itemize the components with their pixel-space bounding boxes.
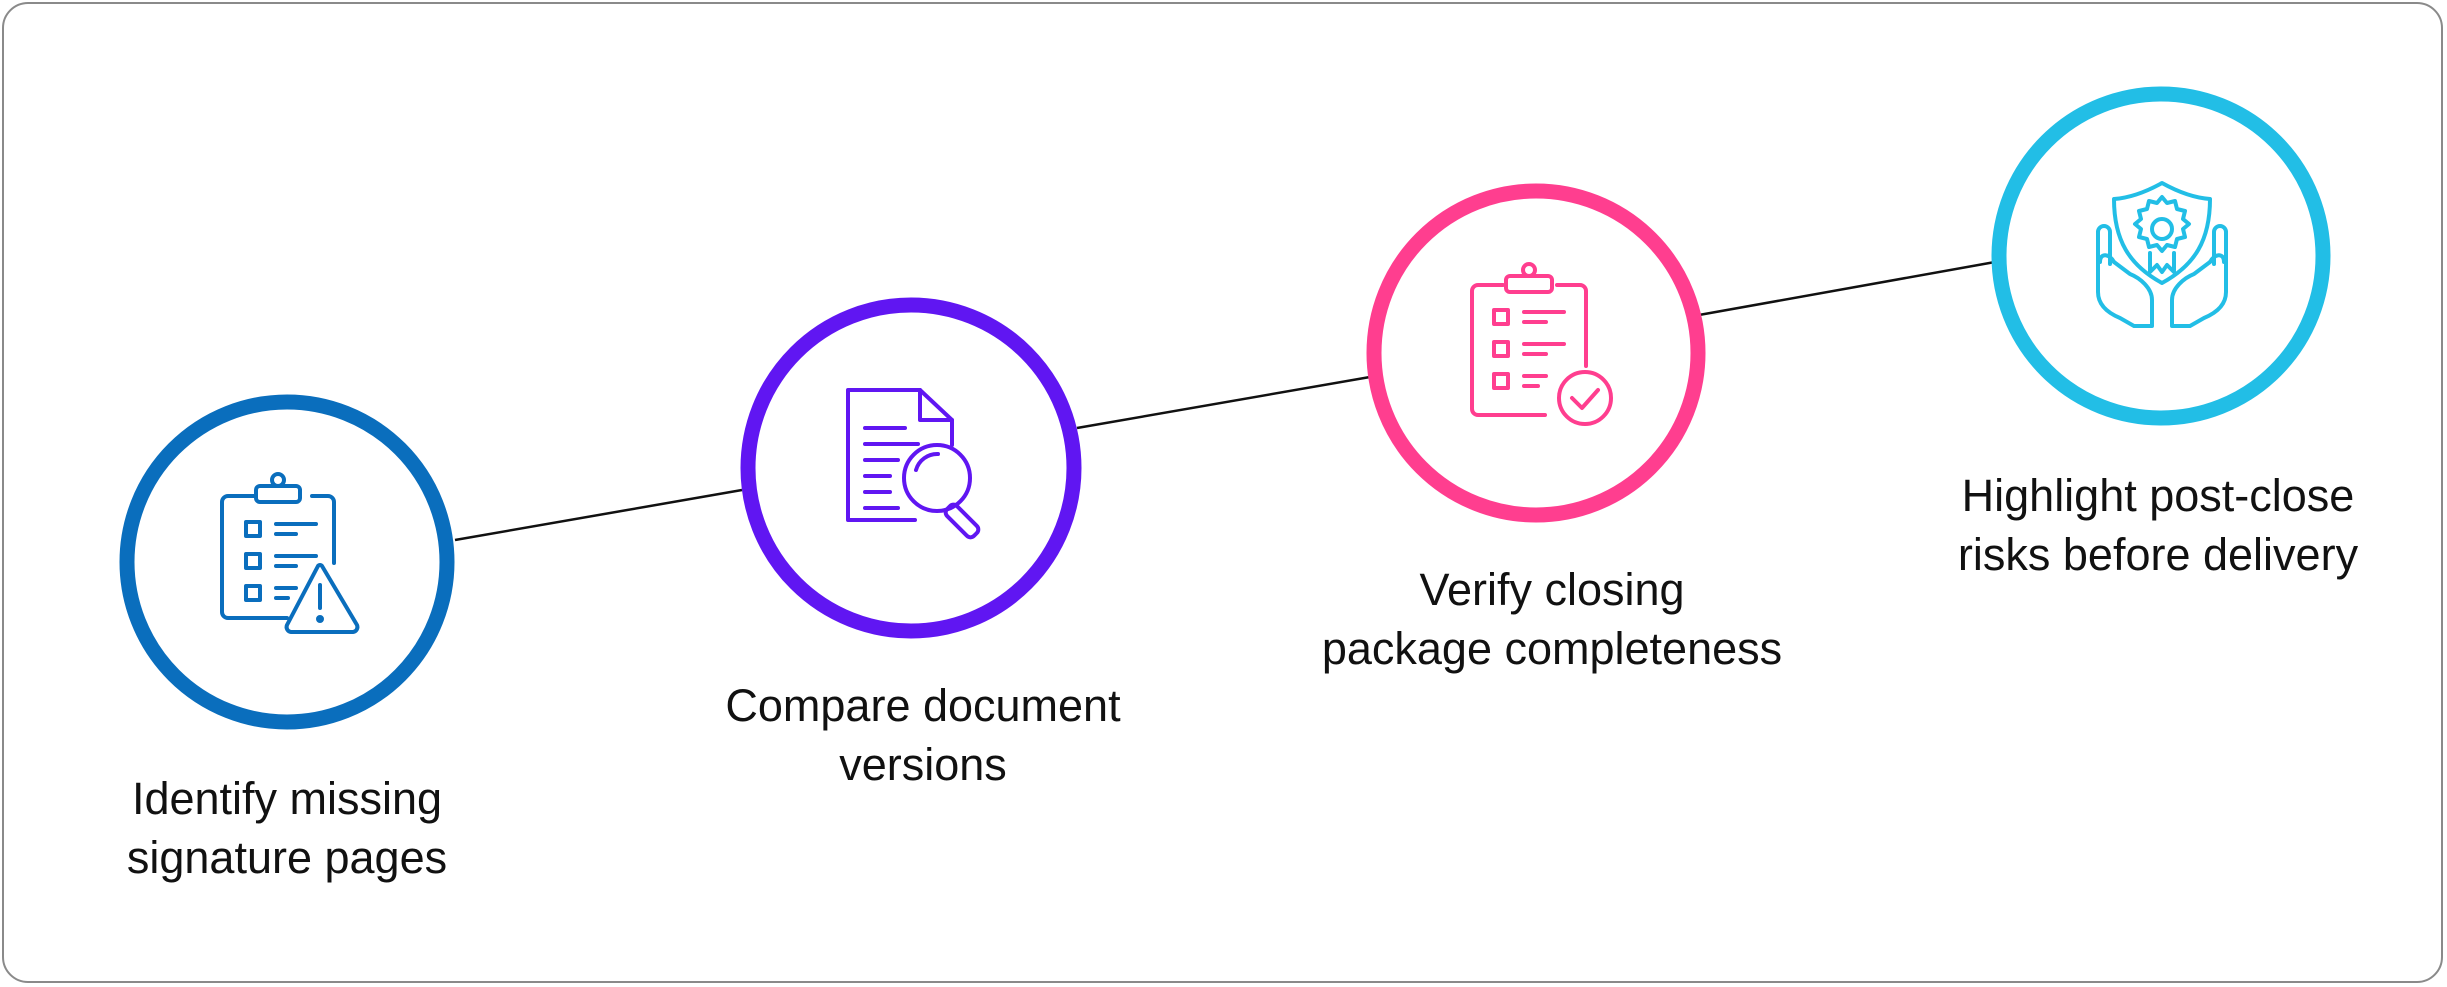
connectors <box>454 260 1996 542</box>
connector-1-2 <box>454 488 743 542</box>
connector-3-4 <box>1698 260 1996 317</box>
label-line: Verify closing <box>1419 564 1685 615</box>
label-line: signature pages <box>126 832 448 883</box>
step-compare <box>740 297 1082 639</box>
step-highlight <box>1991 86 2331 426</box>
clipboard-check-icon <box>1470 262 1613 426</box>
label-line: Compare document <box>725 680 1121 731</box>
connector-2-3 <box>1076 375 1371 430</box>
step-identify <box>119 394 455 730</box>
step-verify <box>1366 183 1706 523</box>
clipboard-warning-icon <box>220 472 360 634</box>
label-line: Highlight post-close <box>1961 470 2355 521</box>
step-label-compare: Compare document versions <box>623 676 1223 794</box>
shield-hands-icon <box>2096 181 2228 328</box>
label-line: Identify missing <box>131 773 443 824</box>
label-line: risks before delivery <box>1957 529 2359 580</box>
step-circle <box>740 297 1082 639</box>
step-label-highlight: Highlight post-close risks before delive… <box>1858 466 2447 584</box>
step-circle <box>119 394 455 730</box>
step-label-verify: Verify closing package completeness <box>1252 560 1852 678</box>
step-label-identify: Identify missing signature pages <box>0 769 587 887</box>
label-line: package completeness <box>1321 623 1783 674</box>
document-search-icon <box>846 388 981 540</box>
step-circle <box>1991 86 2331 426</box>
label-line: versions <box>839 739 1007 790</box>
